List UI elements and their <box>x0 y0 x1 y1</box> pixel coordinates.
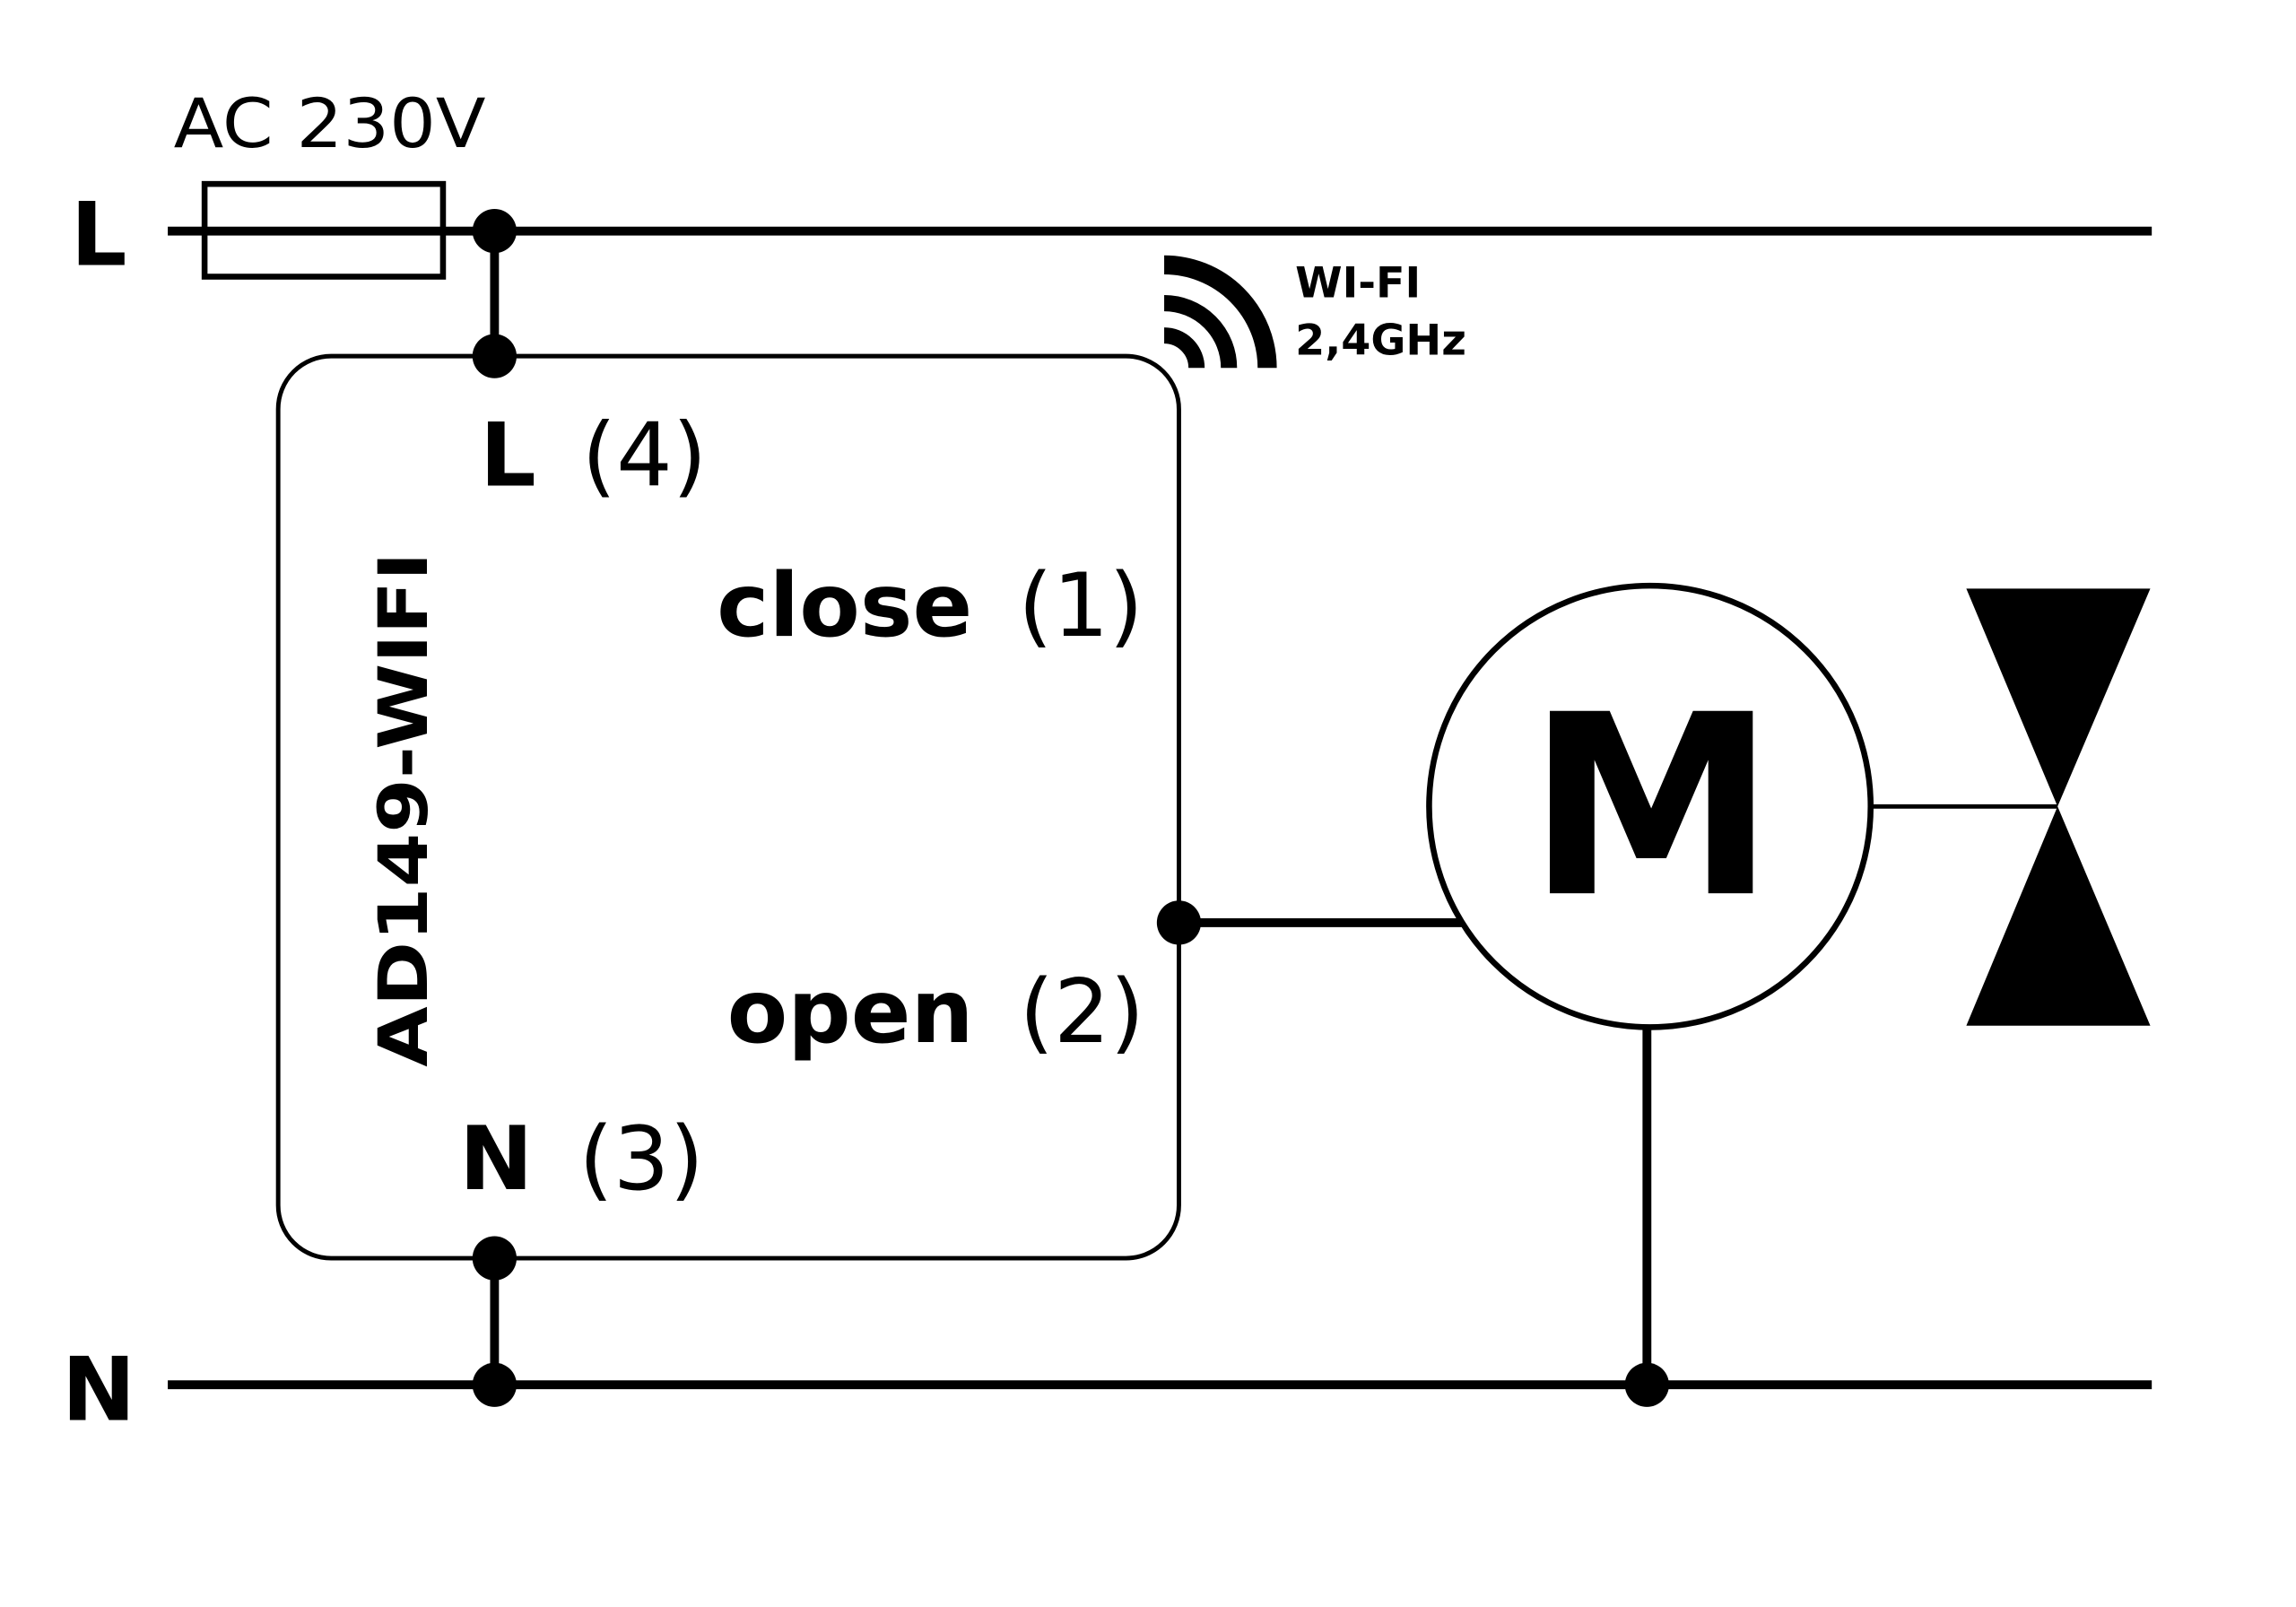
valve-icon <box>1966 588 2151 1026</box>
motor-label: M <box>1526 661 1776 952</box>
wifi-frequency-label: 2,4GHz <box>1295 316 1466 365</box>
line-label: L <box>71 184 127 286</box>
terminal-open-number: (2) <box>1020 961 1144 1064</box>
terminal-close-label: close (1) <box>717 555 1144 657</box>
terminal-neutral-label: N (3) <box>459 1108 704 1211</box>
terminal-neutral-number: (3) <box>578 1108 703 1211</box>
terminal-live-name: L <box>480 405 536 508</box>
terminal-close-number: (1) <box>1018 555 1143 657</box>
terminal-open-label: open (2) <box>727 961 1144 1064</box>
device-name: AD149-WIFI <box>364 552 443 1066</box>
fuse-icon <box>201 180 447 280</box>
terminal-neutral-name: N <box>459 1108 533 1211</box>
wifi-signal-icon <box>1163 255 1277 369</box>
wifi-label: WI-FI <box>1295 258 1421 308</box>
terminal-live-label: L (4) <box>480 405 707 508</box>
terminal-open-name: open <box>727 961 974 1064</box>
device-box <box>275 353 1181 1261</box>
neutral-label: N <box>62 1340 135 1442</box>
terminal-close-name: close <box>717 555 972 657</box>
terminal-live-number: (4) <box>582 405 707 508</box>
voltage-label: AC 230V <box>174 84 486 163</box>
